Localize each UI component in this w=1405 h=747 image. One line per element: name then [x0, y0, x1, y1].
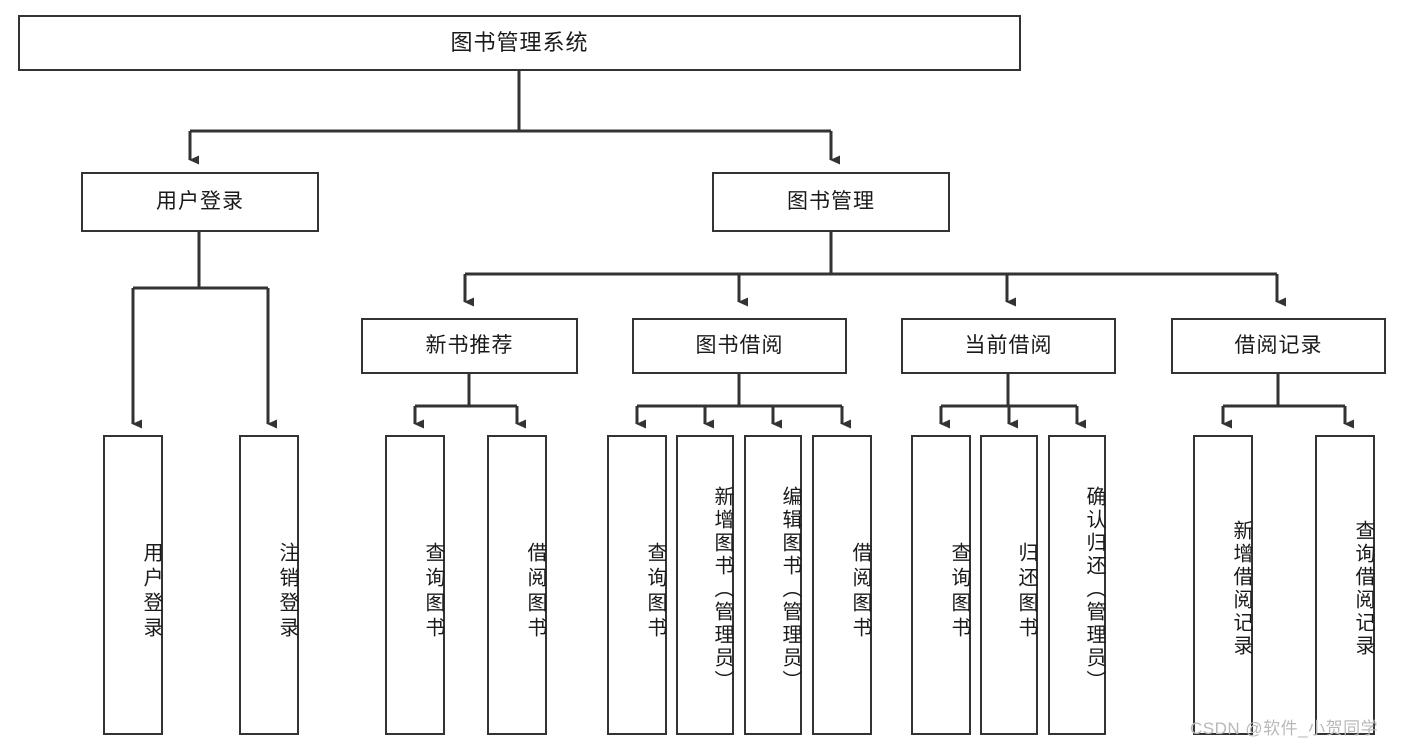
node-new-book-recommend[interactable]: 新书推荐	[361, 318, 578, 374]
node-label: 借阅图书	[524, 542, 546, 642]
leaf-borrow-book[interactable]: 借阅图书	[812, 435, 872, 735]
node-label: 新增图书（管理员）	[711, 485, 733, 693]
node-label: 归还图书	[1015, 542, 1037, 642]
node-current-borrow[interactable]: 当前借阅	[901, 318, 1116, 374]
node-label: 用户登录	[140, 542, 162, 642]
node-book-borrow[interactable]: 图书借阅	[632, 318, 847, 374]
node-label: 查询图书	[948, 542, 970, 642]
node-label: 注销登录	[276, 542, 298, 642]
node-label: 图书管理	[787, 190, 875, 214]
node-user-login[interactable]: 用户登录	[81, 172, 319, 232]
node-label: 图书管理系统	[450, 29, 589, 55]
node-label: 查询图书	[422, 542, 444, 642]
node-label: 用户登录	[156, 190, 244, 214]
leaf-edit-book[interactable]: 编辑图书（管理员）	[744, 435, 802, 735]
node-label: 编辑图书（管理员）	[779, 485, 801, 693]
leaf-add-book[interactable]: 新增图书（管理员）	[676, 435, 734, 735]
node-label: 借阅记录	[1234, 334, 1323, 358]
watermark-text: CSDN @软件_小贺同学	[1190, 719, 1379, 738]
node-label: 借阅图书	[849, 542, 871, 642]
leaf-user-login[interactable]: 用户登录	[103, 435, 163, 735]
leaf-query-book-borrow[interactable]: 查询图书	[607, 435, 667, 735]
node-label: 新增借阅记录	[1230, 520, 1252, 658]
node-label: 确认归还（管理员）	[1083, 485, 1105, 693]
node-label: 查询图书	[644, 542, 666, 642]
leaf-add-borrow-record[interactable]: 新增借阅记录	[1193, 435, 1253, 735]
node-label: 图书借阅	[695, 334, 784, 358]
node-label: 查询借阅记录	[1352, 520, 1374, 658]
leaf-borrow-book-recommend[interactable]: 借阅图书	[487, 435, 547, 735]
node-book-management[interactable]: 图书管理	[712, 172, 950, 232]
leaf-query-book-current[interactable]: 查询图书	[911, 435, 971, 735]
leaf-confirm-return[interactable]: 确认归还（管理员）	[1048, 435, 1106, 735]
leaf-query-borrow-record[interactable]: 查询借阅记录	[1315, 435, 1375, 735]
node-root-system[interactable]: 图书管理系统	[18, 15, 1021, 71]
node-borrow-record[interactable]: 借阅记录	[1171, 318, 1386, 374]
leaf-return-book[interactable]: 归还图书	[980, 435, 1038, 735]
leaf-query-book-recommend[interactable]: 查询图书	[385, 435, 445, 735]
leaf-logout[interactable]: 注销登录	[239, 435, 299, 735]
node-label: 新书推荐	[425, 334, 514, 358]
node-label: 当前借阅	[964, 334, 1053, 358]
